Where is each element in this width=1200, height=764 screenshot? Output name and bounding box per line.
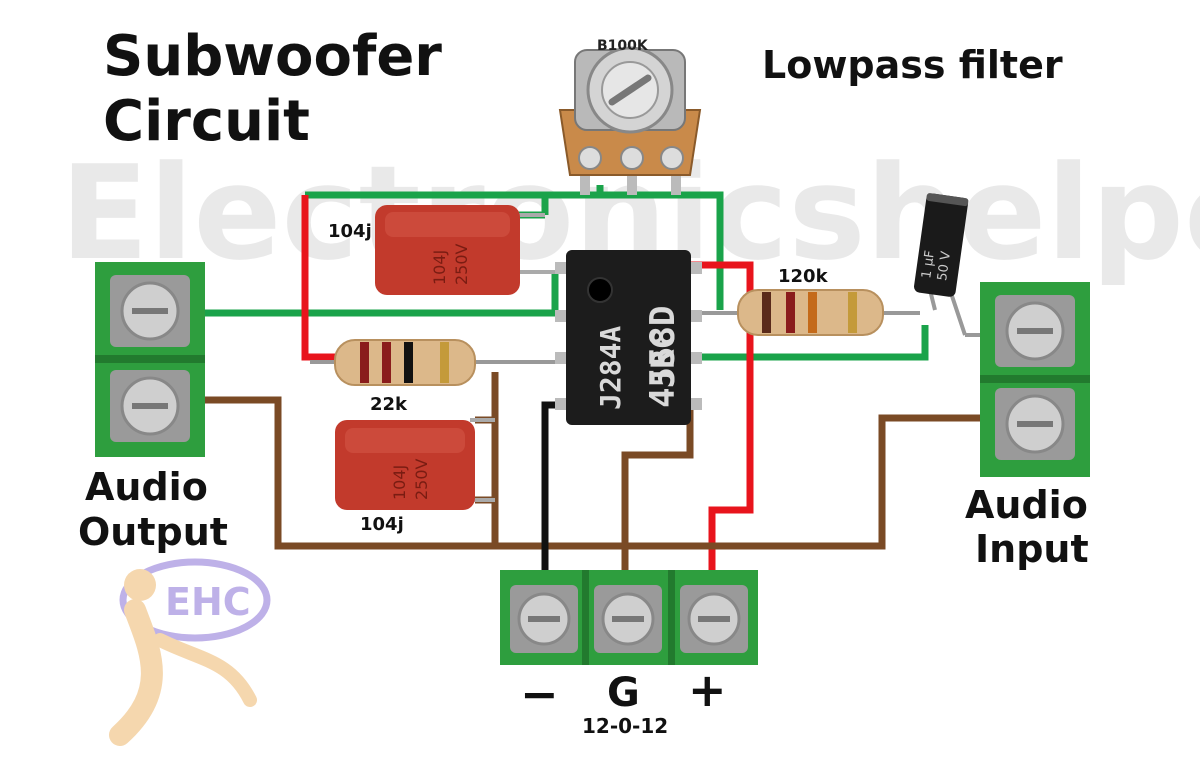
- cap-bottom-label: 104j: [360, 514, 404, 535]
- elec-cap-line2: 50 V: [935, 250, 954, 281]
- title-line2: Circuit: [103, 89, 310, 154]
- electrolytic-capacitor: 1 µF 50 V: [914, 193, 969, 297]
- resistor-120k-label: 120k: [778, 266, 829, 287]
- chip-line3: J284A: [594, 326, 627, 410]
- cap-top-line2: 250V: [452, 243, 471, 285]
- ehc-logo: EHC: [109, 558, 271, 746]
- elec-cap-line1: 1 µF: [919, 250, 938, 280]
- logo-text: EHC: [165, 580, 251, 624]
- red-wires: [301, 195, 754, 580]
- resistor-22k: [334, 339, 476, 386]
- audio-output-line1: Audio: [85, 465, 208, 509]
- potentiometer: B100K: [558, 38, 702, 195]
- audio-output-line2: Output: [78, 510, 228, 554]
- power-terminal-block: [500, 570, 758, 665]
- title-line1: Subwoofer: [103, 24, 442, 89]
- cap-bottom-line1: 104J: [390, 465, 409, 500]
- green-wires: [190, 185, 929, 361]
- audio-input-line1: Audio: [965, 483, 1088, 527]
- cap-top-label: 104j: [328, 221, 372, 242]
- filter-label: Lowpass filter: [762, 43, 1063, 87]
- audio-input-line2: Input: [975, 527, 1089, 571]
- power-supply-label: 12-0-12: [582, 714, 668, 738]
- power-ground-label: G: [607, 670, 640, 716]
- cap-top-line1: 104J: [430, 250, 449, 285]
- input-terminal-block: [980, 282, 1090, 477]
- black-wire: [541, 401, 565, 580]
- resistor-22k-label: 22k: [370, 394, 408, 415]
- ic-4558d: 4558D JRC J284A: [555, 250, 702, 425]
- cap-bottom-line2: 250V: [412, 458, 431, 500]
- capacitor-bottom: 104J 250V: [335, 418, 495, 510]
- power-plus-label: +: [688, 663, 727, 717]
- capacitor-top: 104J 250V: [375, 205, 555, 295]
- output-terminal-block: [95, 262, 205, 457]
- chip-line2: JRC: [644, 330, 682, 388]
- pot-label: B100K: [597, 38, 649, 54]
- chip-line1: 4558D: [643, 306, 683, 408]
- resistor-120k: [737, 289, 884, 336]
- power-minus-label: −: [520, 667, 559, 721]
